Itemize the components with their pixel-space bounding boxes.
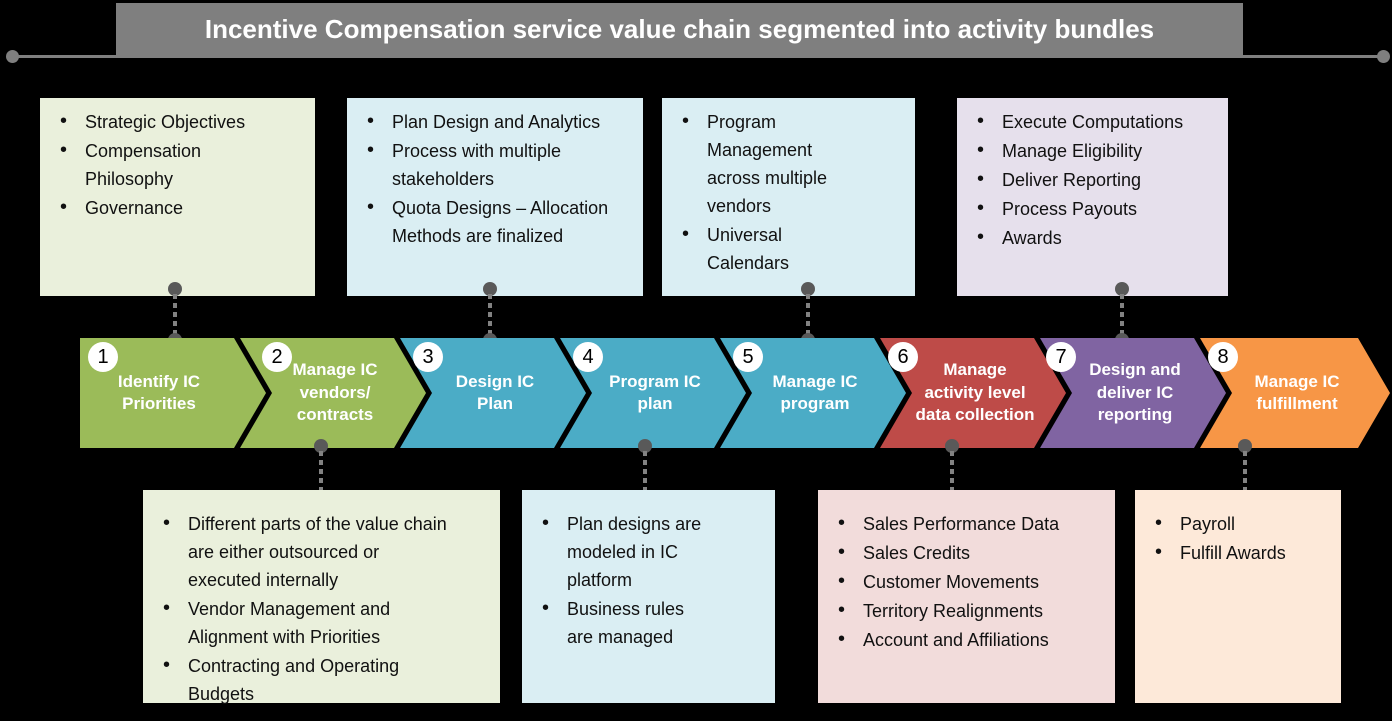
connector-line — [319, 451, 323, 492]
callout-strategic-objectives: Strategic ObjectivesCompensation Philoso… — [40, 98, 315, 296]
bullet-list: Plan designs are modeled in IC platformB… — [540, 509, 715, 651]
bullet-item: Payroll — [1153, 509, 1329, 538]
connector-box2-step3 — [483, 282, 497, 347]
connector-line — [173, 294, 177, 335]
connector-dot — [1115, 282, 1129, 296]
bullet-list: PayrollFulfill Awards — [1153, 509, 1329, 567]
connector-line — [950, 451, 954, 492]
connector-line — [643, 451, 647, 492]
connector-line — [806, 294, 810, 335]
connector-line — [1120, 294, 1124, 335]
step-number-badge: 7 — [1046, 342, 1076, 372]
bullet-item: Contracting and Operating Budgets — [161, 651, 455, 708]
bullet-item: Quota Designs – Allocation Methods are f… — [365, 193, 631, 250]
bullet-item: Deliver Reporting — [975, 165, 1216, 194]
bullet-item: Process with multiple stakeholders — [365, 136, 631, 193]
chevron-label: Manage IC program — [772, 371, 858, 413]
connector-line — [488, 294, 492, 335]
bullet-list: Execute ComputationsManage EligibilityDe… — [975, 107, 1216, 252]
callout-fulfillment: PayrollFulfill Awards — [1135, 490, 1341, 703]
callout-plan-modeling: Plan designs are modeled in IC platformB… — [522, 490, 775, 703]
connector-dot — [801, 282, 815, 296]
rule-endcap-right — [1377, 50, 1390, 63]
connector-line — [1243, 451, 1247, 492]
bullet-item: Program Management across multiple vendo… — [680, 107, 865, 220]
connector-box3-step5 — [801, 282, 815, 347]
chevron-label: Manage IC fulfillment — [1254, 371, 1340, 413]
step-number-badge: 8 — [1208, 342, 1238, 372]
connector-box4-step7 — [1115, 282, 1129, 347]
bullet-item: Process Payouts — [975, 194, 1216, 223]
connector-dot — [945, 439, 959, 453]
step-number-badge: 6 — [888, 342, 918, 372]
bullet-item: Awards — [975, 223, 1216, 252]
bullet-item: Sales Credits — [836, 538, 1103, 567]
bullet-item: Governance — [58, 193, 285, 222]
bullet-item: Universal Calendars — [680, 220, 865, 277]
bullet-list: Different parts of the value chain are e… — [161, 509, 455, 708]
bullet-item: Plan Design and Analytics — [365, 107, 631, 136]
bullet-item: Sales Performance Data — [836, 509, 1103, 538]
callout-vendor-management: Different parts of the value chain are e… — [143, 490, 500, 704]
chevron-label: Design IC Plan — [455, 371, 535, 413]
bullet-item: Account and Affiliations — [836, 625, 1103, 654]
bullet-item: Plan designs are modeled in IC platform — [540, 509, 715, 594]
step-number-badge: 5 — [733, 342, 763, 372]
bullet-list: Plan Design and AnalyticsProcess with mu… — [365, 107, 631, 250]
bullet-item: Compensation Philosophy — [58, 136, 285, 193]
bullet-item: Vendor Management and Alignment with Pri… — [161, 594, 455, 651]
step-number-badge: 1 — [88, 342, 118, 372]
connector-dot — [1238, 439, 1252, 453]
bullet-item: Fulfill Awards — [1153, 538, 1329, 567]
callout-data-sources: Sales Performance DataSales CreditsCusto… — [818, 490, 1115, 703]
connector-dot — [483, 282, 497, 296]
connector-dot — [638, 439, 652, 453]
chevron-label: Manage activity level data collection — [915, 360, 1035, 425]
title-rule — [8, 55, 1384, 58]
callout-program-management: Program Management across multiple vendo… — [662, 98, 915, 296]
page-title: Incentive Compensation service value cha… — [204, 14, 1155, 44]
chevron-label: Program IC plan — [609, 371, 701, 413]
bullet-item: Execute Computations — [975, 107, 1216, 136]
bullet-item: Territory Realignments — [836, 596, 1103, 625]
bullet-list: Sales Performance DataSales CreditsCusto… — [836, 509, 1103, 654]
connector-dot — [314, 439, 328, 453]
rule-endcap-left — [6, 50, 19, 63]
bullet-list: Program Management across multiple vendo… — [680, 107, 865, 277]
chevron-label: Design and deliver IC reporting — [1089, 360, 1181, 425]
connector-dot — [168, 282, 182, 296]
bullet-item: Strategic Objectives — [58, 107, 285, 136]
step-number-badge: 3 — [413, 342, 443, 372]
callout-computations: Execute ComputationsManage EligibilityDe… — [957, 98, 1228, 296]
chevron-label: Identify IC Priorities — [117, 371, 201, 413]
connector-box1-step1 — [168, 282, 182, 347]
bullet-item: Business rules are managed — [540, 594, 715, 651]
bullet-item: Manage Eligibility — [975, 136, 1216, 165]
chevron-label: Manage IC vendors/ contracts — [292, 360, 378, 425]
bullet-item: Different parts of the value chain are e… — [161, 509, 455, 594]
bullet-list: Strategic ObjectivesCompensation Philoso… — [58, 107, 285, 222]
callout-plan-design: Plan Design and AnalyticsProcess with mu… — [347, 98, 643, 296]
step-number-badge: 4 — [573, 342, 603, 372]
bullet-item: Customer Movements — [836, 567, 1103, 596]
step-number-badge: 2 — [262, 342, 292, 372]
title-banner: Incentive Compensation service value cha… — [116, 3, 1243, 56]
